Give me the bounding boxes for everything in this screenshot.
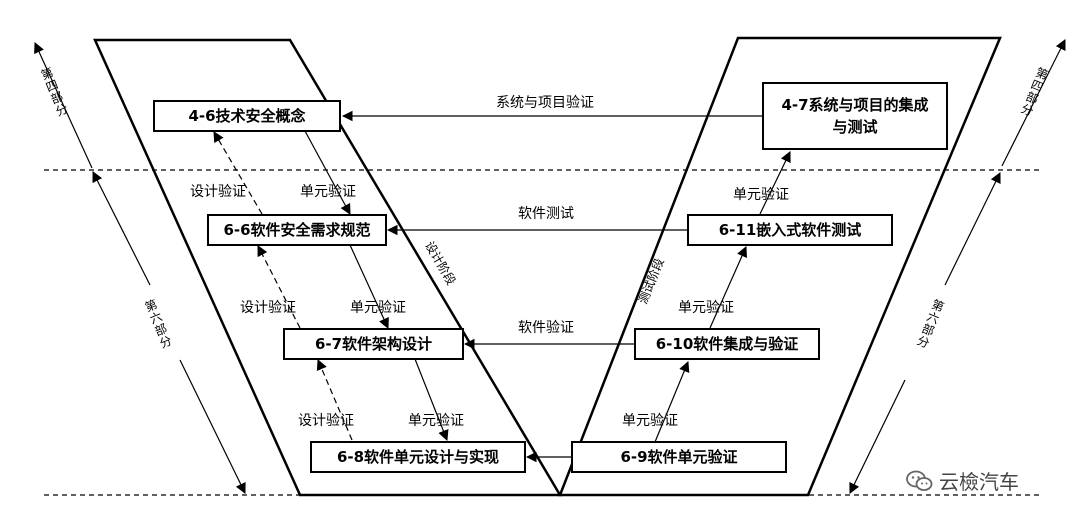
- part4-right-arrow: [1001, 39, 1066, 167]
- up-dashed-66-46: [213, 131, 263, 215]
- down-arrow-67-68: [414, 358, 449, 442]
- test-phase-outline: [558, 36, 1002, 497]
- box-4-7-system-integration-test: 4-7系统与项目的集成与测试: [762, 82, 948, 150]
- part4-left-arrow: [34, 42, 93, 169]
- label-sw-verify: 软件验证: [518, 320, 574, 336]
- watermark: 云檢汽车: [905, 466, 1019, 495]
- part6-left-arrow-down: [179, 359, 246, 494]
- down-arrow-46-66: [304, 130, 351, 215]
- box-6-6-sw-safety-requirements: 6-6软件安全需求规范: [207, 214, 387, 246]
- label-design-verify-2: 设计验证: [240, 300, 296, 316]
- wechat-icon: [906, 470, 933, 491]
- part6-right-arrow-down: [849, 379, 906, 494]
- label-sys-verify: 系统与项目验证: [496, 95, 594, 111]
- part6-left-arrow-up: [92, 171, 151, 286]
- up-arrow-611-47: [759, 151, 791, 215]
- part6-right-arrow-up: [944, 172, 1001, 286]
- label-unit-verify-r3: 单元验证: [622, 413, 678, 429]
- box-6-10-sw-integration-verification: 6-10软件集成与验证: [634, 328, 820, 360]
- down-arrow-66-67: [349, 244, 389, 329]
- label-unit-verify-3: 单元验证: [408, 413, 464, 429]
- label-unit-verify-r1: 单元验证: [733, 187, 789, 203]
- up-dashed-67-66: [257, 245, 301, 329]
- up-arrow-610-611: [709, 246, 747, 329]
- label-design-verify-3: 设计验证: [298, 413, 354, 429]
- label-design-verify-1: 设计验证: [190, 184, 246, 200]
- box-6-8-sw-unit-design-implementation: 6-8软件单元设计与实现: [310, 441, 526, 473]
- watermark-text: 云檢汽车: [939, 470, 1019, 494]
- box-4-6-technical-safety-concept: 4-6技术安全概念: [153, 100, 341, 132]
- box-6-9-sw-unit-verification: 6-9软件单元验证: [571, 441, 787, 473]
- up-dashed-68-67: [316, 359, 353, 441]
- label-unit-verify-2: 单元验证: [350, 300, 406, 316]
- label-unit-verify-1: 单元验证: [300, 184, 356, 200]
- box-6-7-sw-architecture-design: 6-7软件架构设计: [283, 328, 464, 360]
- label-unit-verify-r2: 单元验证: [678, 300, 734, 316]
- label-sw-test: 软件测试: [518, 206, 574, 222]
- box-6-11-embedded-sw-test: 6-11嵌入式软件测试: [687, 214, 893, 246]
- up-arrow-69-610: [654, 361, 690, 443]
